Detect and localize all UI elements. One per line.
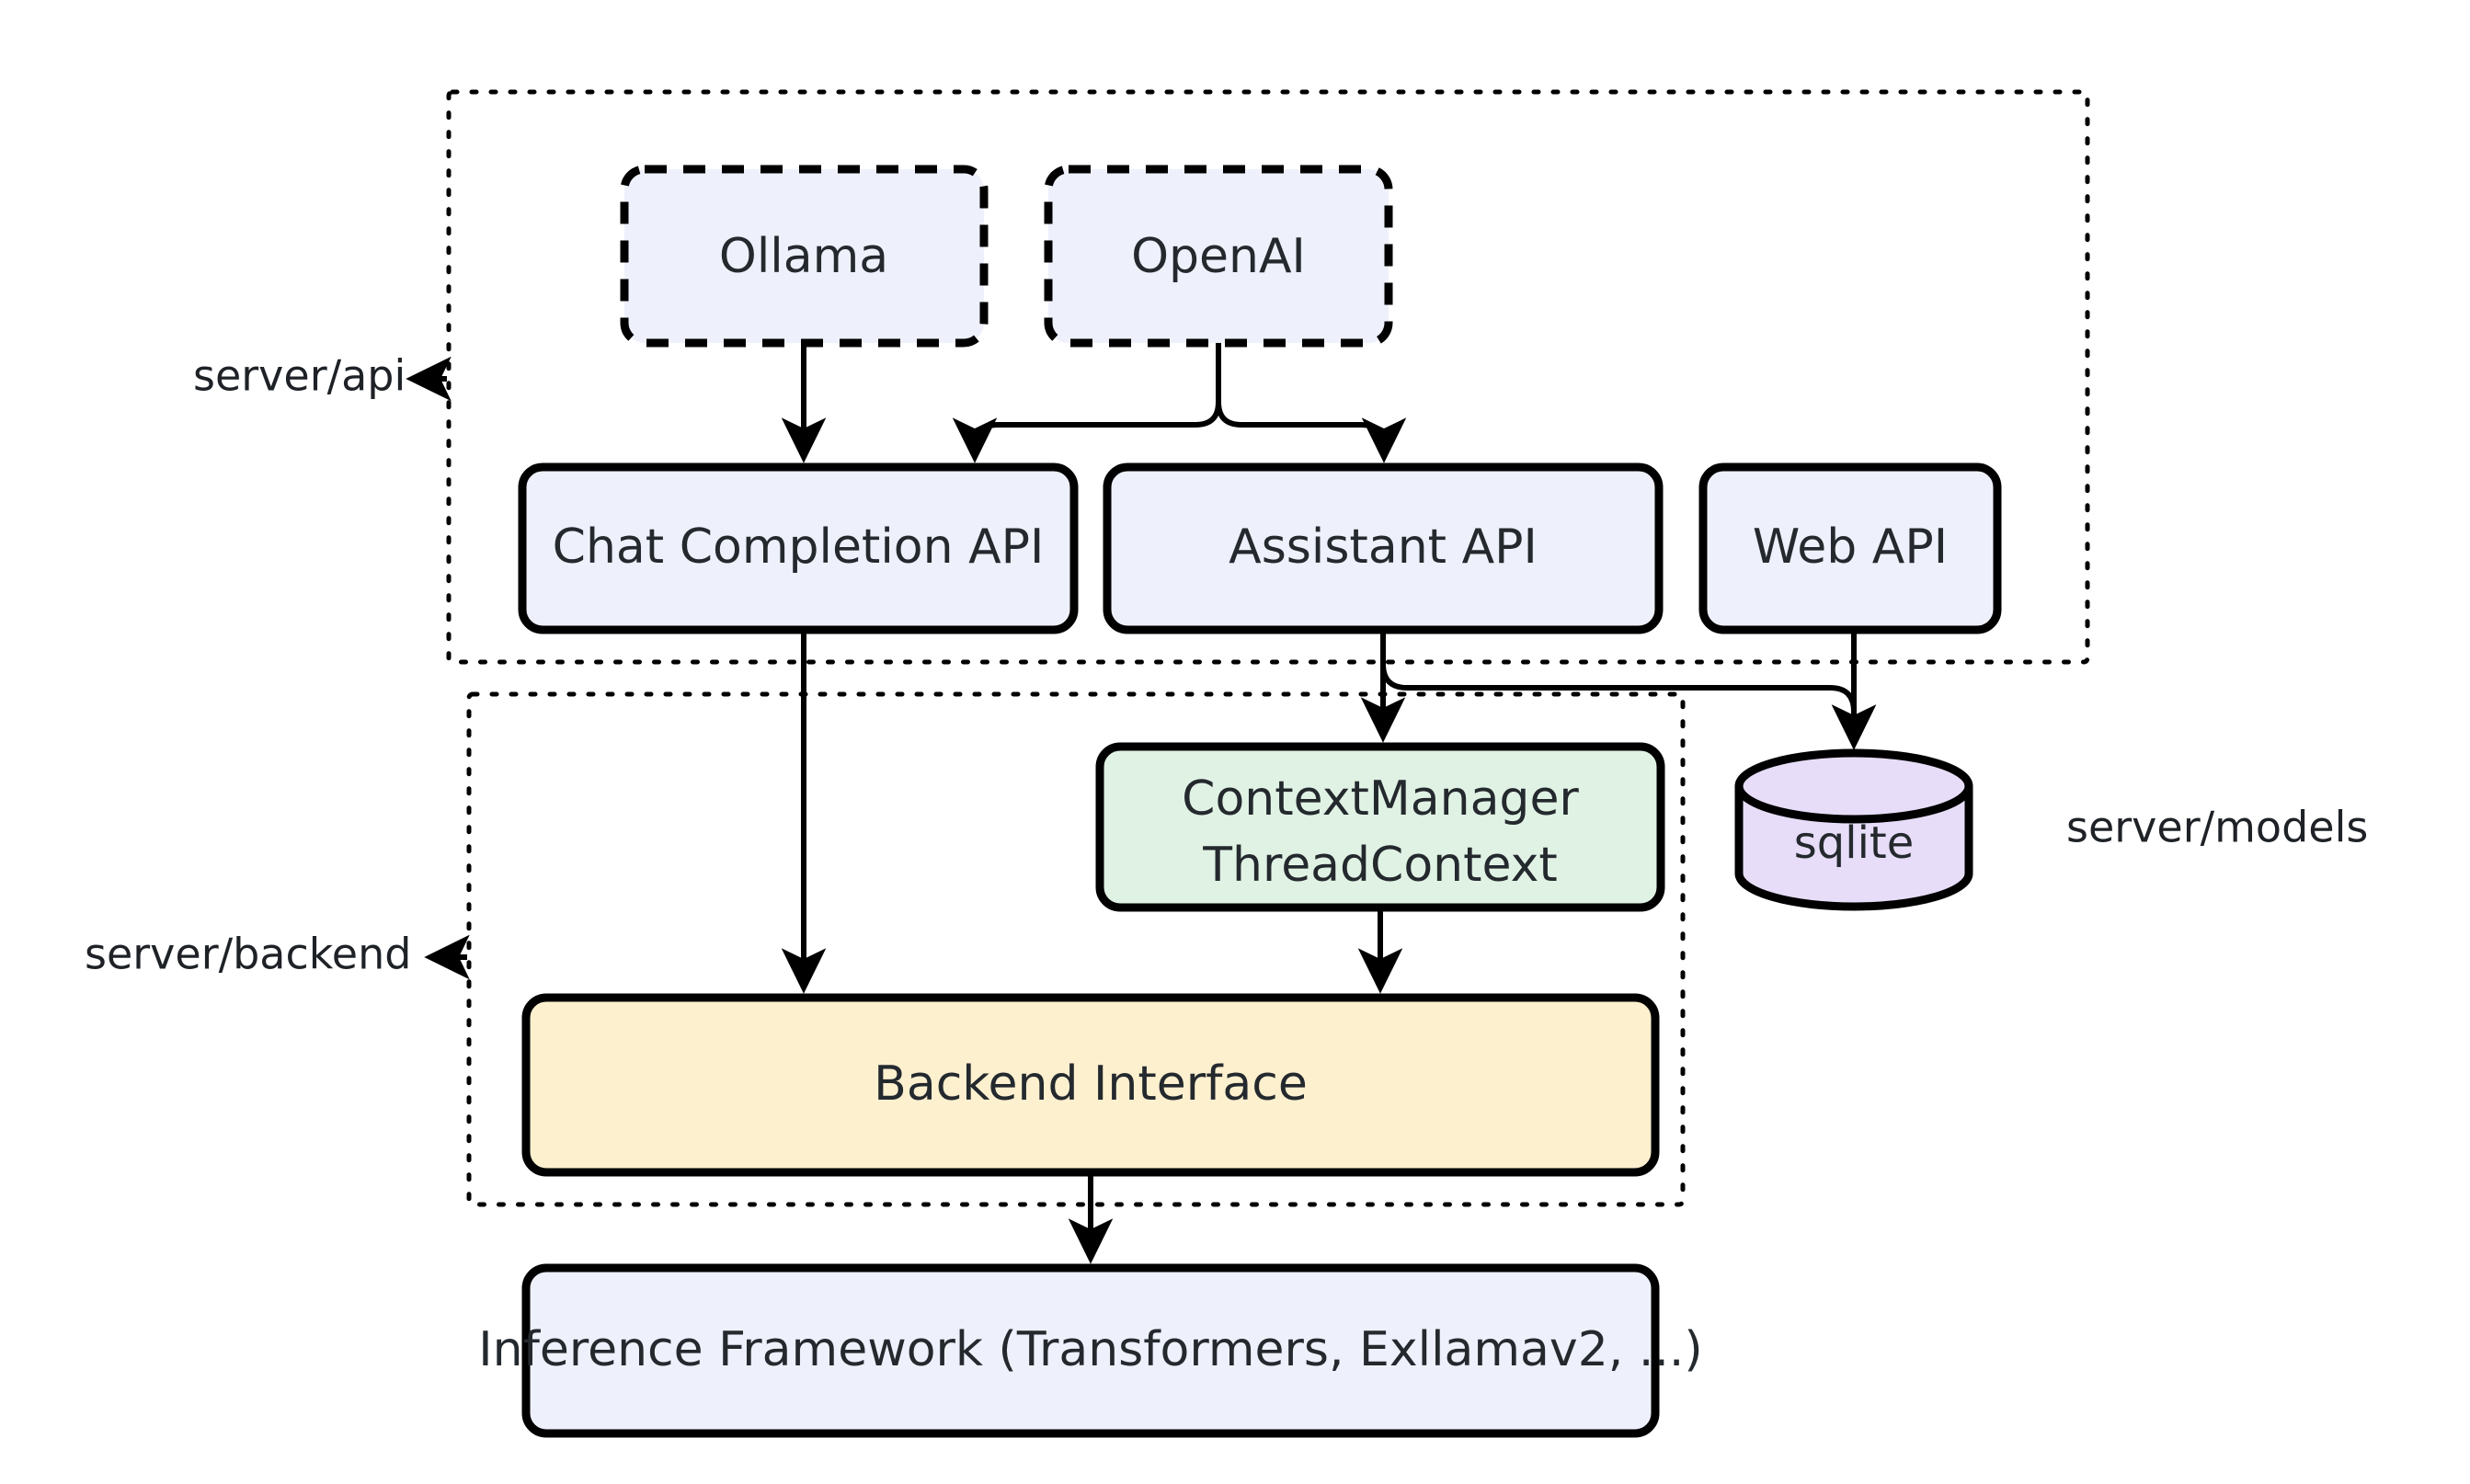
assistant-api-label: Assistant API — [1229, 519, 1538, 575]
openai-box[interactable] — [1044, 165, 1393, 348]
node-context-manager[interactable]: ContextManager ThreadContext — [1095, 742, 1665, 912]
web-api-box[interactable] — [1698, 462, 2002, 634]
assistant-api-box[interactable] — [1103, 462, 1664, 634]
inference-framework-box[interactable] — [521, 1263, 1660, 1438]
chat-completion-api-label: Chat Completion API — [553, 519, 1045, 575]
server-backend-annotation: server/backend — [85, 930, 470, 980]
group-server-api — [446, 89, 2090, 665]
web-api-label: Web API — [1753, 519, 1948, 575]
node-assistant-api[interactable]: Assistant API — [1103, 462, 1664, 634]
server-models-label: server/models — [2066, 803, 2368, 852]
edge-assistant-to-sqlite — [1380, 630, 1877, 750]
backend-interface-box[interactable] — [521, 993, 1660, 1177]
backend-interface-label: Backend Interface — [874, 1056, 1308, 1112]
ollama-box[interactable] — [620, 165, 989, 348]
chat-completion-api-box[interactable] — [518, 462, 1079, 634]
node-chat-completion-api[interactable]: Chat Completion API — [518, 462, 1079, 634]
node-sqlite[interactable]: sqlite — [1734, 748, 1973, 911]
ollama-label: Ollama — [719, 229, 888, 284]
node-inference-framework[interactable]: Inference Framework (Transformers, Exlla… — [478, 1263, 1703, 1438]
node-web-api[interactable]: Web API — [1698, 462, 2002, 634]
server-api-annotation: server/api — [193, 351, 452, 402]
context-manager-label-line1: ContextManager — [1182, 771, 1579, 827]
edge-openai-to-assistant — [1216, 343, 1407, 463]
context-manager-box[interactable] — [1095, 742, 1665, 912]
sqlite-label: sqlite — [1794, 817, 1915, 869]
server-api-label: server/api — [193, 351, 406, 401]
context-manager-label-line2: ThreadContext — [1202, 838, 1558, 893]
openai-label: OpenAI — [1131, 229, 1306, 284]
inference-framework-label: Inference Framework (Transformers, Exlla… — [478, 1322, 1702, 1377]
edge-openai-to-chat — [952, 343, 1221, 463]
node-openai[interactable]: OpenAI — [1044, 165, 1393, 348]
sqlite-cylinder-top — [1734, 748, 1973, 824]
server-backend-label: server/backend — [85, 930, 411, 979]
node-backend-interface[interactable]: Backend Interface — [521, 993, 1660, 1177]
node-ollama[interactable]: Ollama — [620, 165, 989, 348]
